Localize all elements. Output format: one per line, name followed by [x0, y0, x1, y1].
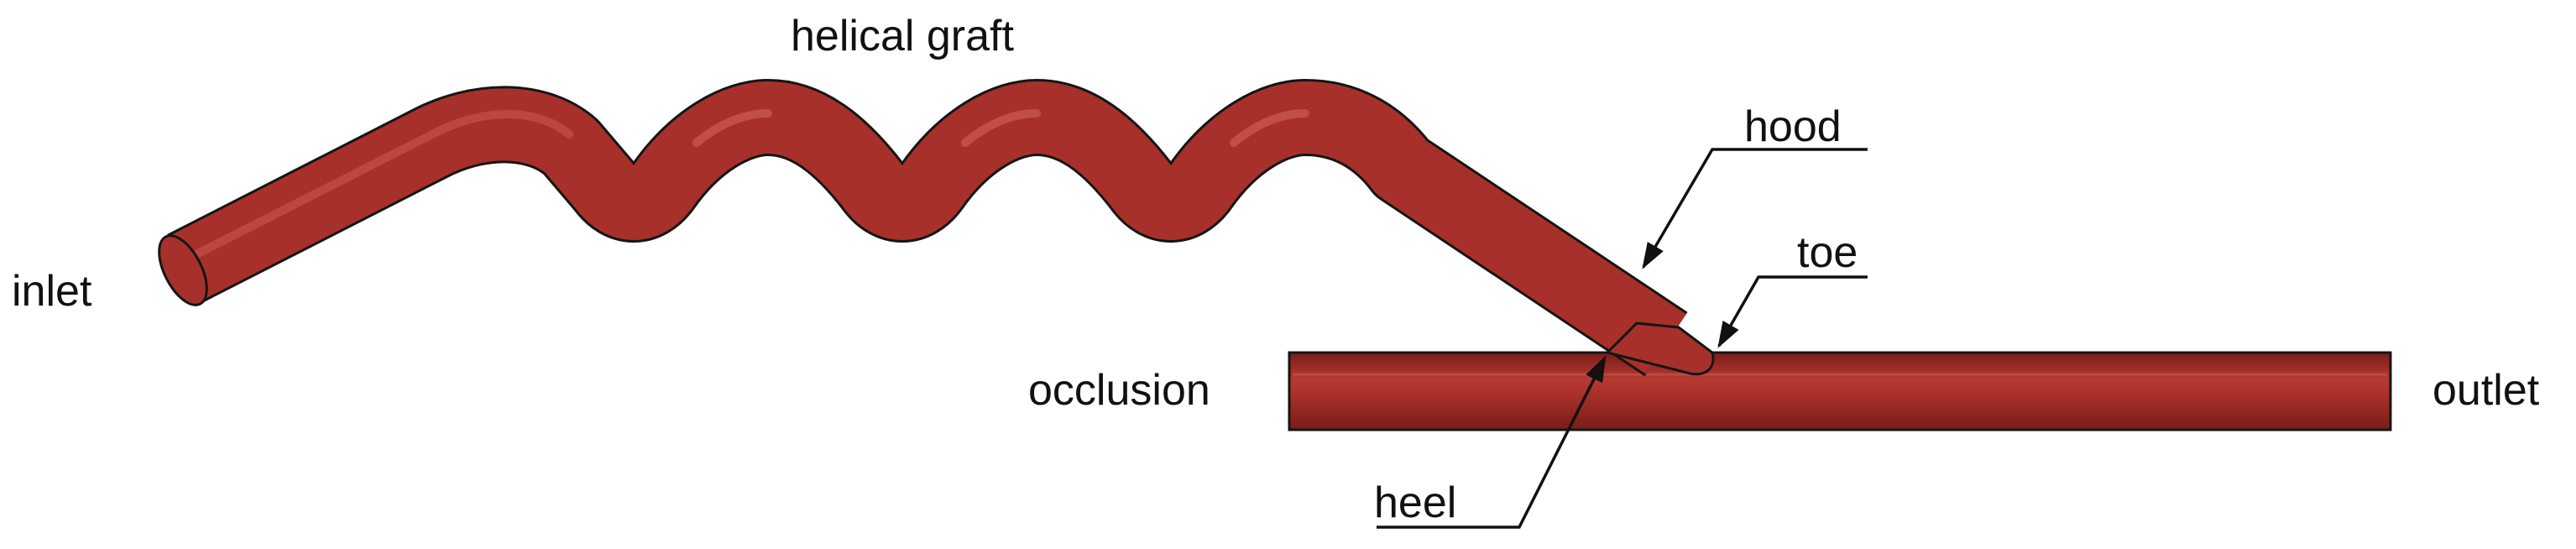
anastomosis [1605, 322, 1715, 376]
toe-leader [1717, 275, 1868, 348]
label-outlet: outlet [2432, 366, 2540, 415]
hood-leader [1642, 148, 1868, 269]
label-heel: heel [1374, 478, 1456, 527]
helical-graft [158, 79, 1688, 377]
labels: helical graft hood toe inlet occlusion o… [12, 12, 2540, 527]
heel-leader [1377, 355, 1607, 529]
label-helical-graft: helical graft [791, 12, 1014, 60]
label-occlusion: occlusion [1028, 366, 1210, 415]
label-toe: toe [1797, 228, 1858, 277]
label-inlet: inlet [12, 267, 92, 316]
label-hood: hood [1744, 102, 1842, 151]
leader-lines [1377, 148, 1868, 529]
host-artery [1288, 351, 2392, 431]
